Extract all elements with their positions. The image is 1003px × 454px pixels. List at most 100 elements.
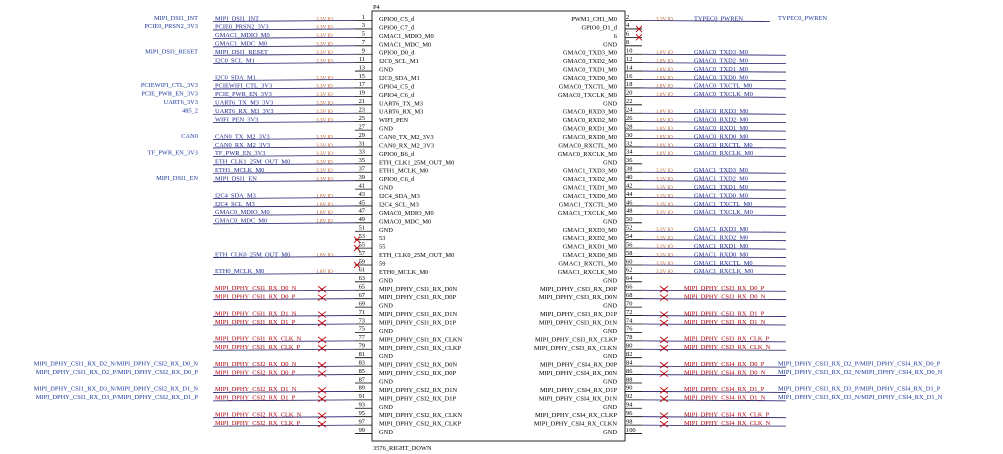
pin-function-label: GND <box>379 277 393 284</box>
pin-number: 10 <box>626 48 632 55</box>
net-label: CAN0_RX_M2_3V3 <box>215 142 270 149</box>
pin-function-label: MIPI_DPHY_CSI2_RX_CLKP <box>379 421 461 428</box>
net-wire <box>212 146 356 149</box>
pin-number: 69 <box>359 300 365 307</box>
pin-number: 5 <box>362 31 365 38</box>
voltage-label: 1.8V IO <box>656 84 673 90</box>
pin-number: 30 <box>626 132 632 139</box>
pin-number: 27 <box>359 123 366 130</box>
net-label: GMAC0_TXD1_M0 <box>694 66 748 73</box>
net-wire <box>212 45 356 48</box>
net-wire <box>641 180 787 183</box>
voltage-label: 3.3V IO <box>656 252 673 258</box>
external-net-label: PCIE0_PRSN2_3V3 <box>144 23 198 30</box>
pin-function-label: GND <box>379 328 393 335</box>
voltage-label: 1.8V IO <box>316 252 333 258</box>
pin-function-label: MIPI_DPHY_CSI2_RX_CLKN <box>379 412 462 419</box>
pin-function-label: GMAC1_RXD2_M0 <box>563 235 617 242</box>
external-net-label: UART6_3V3 <box>164 99 198 106</box>
pin-number: 16 <box>626 73 632 80</box>
pin-function-label: GMAC1_TXD1_M0 <box>563 185 617 192</box>
pin-number: 17 <box>359 81 366 88</box>
pin-function-label: GMAC0_MDIO_M0 <box>379 210 434 217</box>
pin-number: 58 <box>626 250 632 257</box>
pin-function-label: MIPI_DPHY_CSI4_RX_D1P <box>540 387 618 394</box>
net-wire <box>641 239 787 242</box>
external-net-label: TF_PWR_EN_3V3 <box>148 150 198 157</box>
voltage-label: 3.3V IO <box>316 25 333 31</box>
external-net-label: MIPI_DPHY_CSI1_RX_D2_P/MIPI_DPHY_CSI2_RX… <box>36 369 199 376</box>
net-wire <box>212 180 356 183</box>
net-wire <box>641 247 787 250</box>
pin-function-label: GND <box>379 67 393 74</box>
pin-number: 4 <box>626 22 630 29</box>
net-wire <box>641 121 787 124</box>
pin-number: 54 <box>626 233 633 240</box>
no-connect-mark <box>635 25 643 33</box>
pin-number: 34 <box>626 149 633 156</box>
net-label: I2C0_SDA_M1 <box>215 74 256 81</box>
pin-number: 18 <box>626 81 632 88</box>
net-label: TYPEC0_PWREN <box>694 15 743 22</box>
net-label: WIFI_PEN_3V3 <box>215 116 258 123</box>
diff-pair-mark <box>317 344 327 352</box>
net-wire <box>212 365 356 368</box>
voltage-label: 1.8V IO <box>656 151 673 157</box>
voltage-label: 3.3V IO <box>316 42 333 48</box>
pin-function-label: MIPI_DPHY_CSI4_RX_D1N <box>539 395 618 402</box>
voltage-label: 1.8V IO <box>656 109 673 115</box>
net-wire <box>641 154 787 157</box>
voltage-label: 1.8V IO <box>656 67 673 73</box>
pin-number: 12 <box>626 56 632 63</box>
pin-function-label: MIPI_DPHY_CSI1_RX_CLKN <box>379 336 462 343</box>
net-wire <box>641 256 787 258</box>
diff-pair-mark <box>659 344 669 352</box>
net-wire <box>641 53 787 56</box>
net-wire <box>212 340 356 343</box>
pin-number: 62 <box>626 267 632 274</box>
pin-function-label: MIPI_DPHY_CSI2_RX_D0P <box>379 370 457 377</box>
pin-function-label: MIPI_DPHY_CSI1_RX_D1N <box>379 311 458 318</box>
pin-number: 65 <box>359 284 365 291</box>
pin-number: 61 <box>359 267 365 274</box>
pin-function-label: GMAC1_RXCLK_M0 <box>558 269 617 276</box>
pin-function-label: GMAC0_RXCTL_M0 <box>558 142 617 149</box>
net-wire <box>641 62 787 65</box>
pin-function-label: GPIO0_D0_d <box>379 50 415 57</box>
pin-function-label: GMAC0_TXCLK_M0 <box>558 92 617 99</box>
net-wire <box>212 273 356 275</box>
diff-pair-mark <box>317 285 327 293</box>
pin-function-label: GND <box>603 353 617 360</box>
net-wire <box>212 36 356 39</box>
pin-function-label: GND <box>603 100 617 107</box>
net-wire <box>212 95 356 98</box>
pin-number: 2 <box>626 14 629 21</box>
diff-pair-mark <box>317 311 327 318</box>
pin-function-label: GND <box>603 429 617 436</box>
pin-function-label: MIPI_DPHY_CSI1_RX_D1P <box>379 319 457 326</box>
pin-number: 97 <box>359 418 366 425</box>
net-label: GMAC1_RXCTL_M0 <box>694 260 753 267</box>
pin-number: 32 <box>626 140 632 147</box>
diff-pair-mark <box>317 294 327 302</box>
voltage-label: 3.3V IO <box>316 58 333 64</box>
pin-number: 46 <box>626 199 632 206</box>
voltage-label: 3.3V IO <box>316 84 333 90</box>
pin-number: 26 <box>626 115 632 122</box>
pin-number: 71 <box>359 309 365 316</box>
diff-pair-mark <box>317 370 327 377</box>
net-label: PCIE_PWR_EN_3V3 <box>215 91 272 98</box>
pin-function-label: MIPI_DPHY_CSI4_RX_CLKP <box>535 412 617 419</box>
net-label: MIPI_DPHY_CSI3_RX_D0_N <box>684 293 766 300</box>
net-wire <box>212 154 356 157</box>
net-wire <box>212 138 356 140</box>
pin-function-label: GPIO0_B6_d <box>379 151 415 158</box>
net-wire <box>641 112 787 115</box>
net-label: GMAC1_TXD3_M0 <box>694 167 748 174</box>
external-net-label: MIPI_DPHY_CSI3_RX_D2_N/MIPI_DPHY_CSI4_RX… <box>778 369 943 376</box>
pin-function-label: GMAC1_RXD1_M0 <box>563 244 617 251</box>
net-wire <box>641 205 787 208</box>
net-label: I2C4_SCL_M3 <box>215 201 255 208</box>
